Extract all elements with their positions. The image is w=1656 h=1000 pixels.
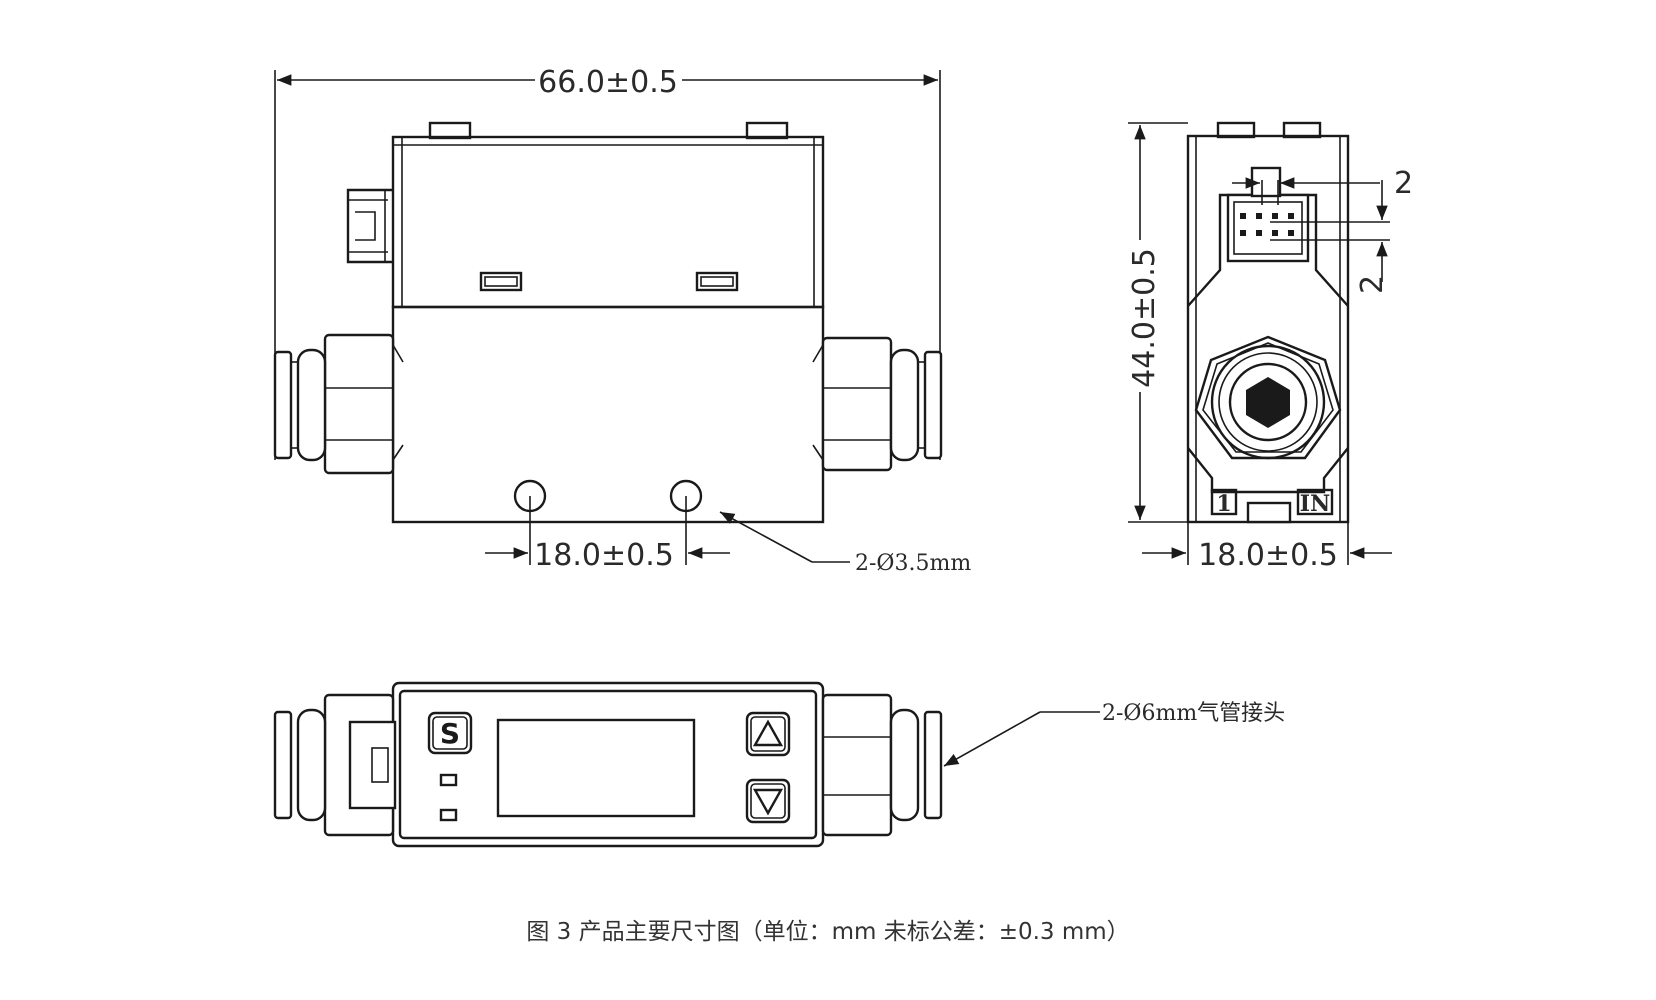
- hole-spacing-label: 18.0±0.5: [534, 538, 674, 573]
- side-width-label: 18.0±0.5: [1198, 538, 1338, 573]
- pin-pitch-h-label: 2: [1394, 166, 1413, 201]
- triangle-down-icon: [752, 788, 784, 816]
- height-dimension-label: 44.0±0.5: [1127, 248, 1162, 388]
- figure-caption: 图 3 产品主要尺寸图（单位：mm 未标公差：±0.3 mm）: [526, 919, 1130, 945]
- pin-pitch-v-label: 2: [1355, 275, 1390, 294]
- width-dimension-label: 66.0±0.5: [538, 65, 678, 100]
- fitting-note: 2-Ø6mm气管接头: [1102, 701, 1285, 726]
- display-window: [496, 718, 696, 818]
- port-1-label: 1: [1216, 491, 1231, 517]
- down-key: [745, 778, 791, 824]
- set-key: S: [427, 711, 473, 755]
- indicator-led: [439, 773, 458, 787]
- up-key: [745, 711, 791, 757]
- top-view: S 2-Ø6mm气管接头: [273, 681, 1285, 848]
- hole-note: 2-Ø3.5mm: [855, 551, 971, 576]
- side-view: 2 2 1 IN 44.0±0.5 18.0±0.5: [1127, 121, 1413, 573]
- indicator-led: [439, 808, 458, 822]
- port-in-label: IN: [1300, 491, 1330, 517]
- triangle-up-icon: [752, 719, 784, 747]
- set-key-label: S: [440, 717, 460, 750]
- front-view: 66.0±0.5: [273, 65, 971, 576]
